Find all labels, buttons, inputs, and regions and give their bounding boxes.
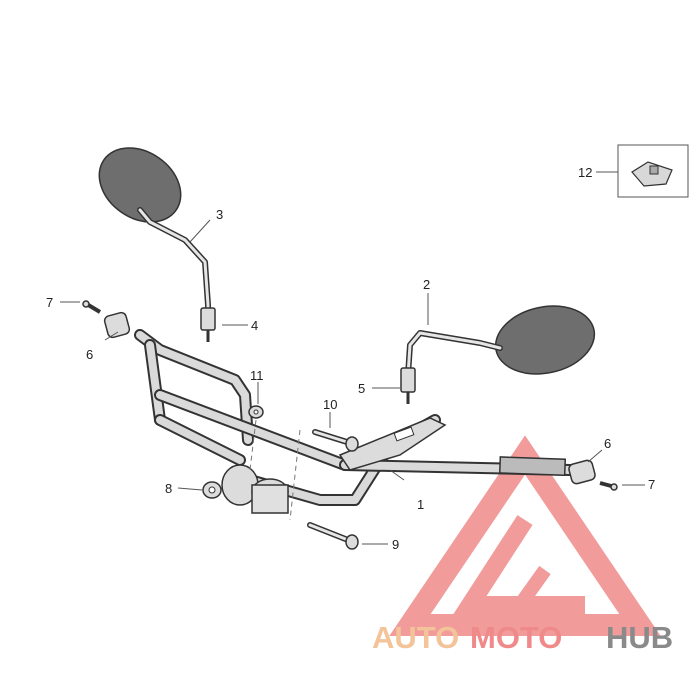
right-end-screw [599, 481, 618, 491]
bolt-part-10 [312, 429, 359, 452]
assembly-guide-lines [249, 419, 301, 521]
callout-4: 4 [251, 318, 258, 333]
callout-10: 10 [323, 397, 337, 412]
right-bar-end-weight [568, 459, 596, 485]
left-end-screw [82, 300, 102, 314]
watermark-moto: MOTO [470, 620, 562, 655]
watermark-auto: AUTO [372, 620, 459, 655]
handlebar [134, 329, 576, 514]
callout-8: 8 [165, 481, 172, 496]
left-bar-end-weight [103, 311, 131, 339]
callout-2: 2 [423, 277, 430, 292]
watermark-logo [389, 435, 661, 636]
callout-7-right: 7 [648, 477, 655, 492]
callout-7-left: 7 [46, 295, 53, 310]
callout-1: 1 [417, 497, 424, 512]
clip-nut-box [617, 144, 689, 198]
leader-lines [60, 171, 645, 545]
callout-11: 11 [250, 368, 264, 383]
nut-part-8 [202, 481, 222, 499]
callout-9: 9 [392, 537, 399, 552]
bolt-part-9 [307, 522, 359, 550]
callout-6-right: 6 [604, 436, 611, 451]
callout-6-left: 6 [86, 347, 93, 362]
callout-labels: 1 2 3 4 5 6 6 7 7 8 9 10 11 12 [46, 165, 655, 552]
left-mirror [98, 147, 216, 342]
callout-3: 3 [216, 207, 223, 222]
watermark-hub: HUB [606, 620, 673, 655]
right-mirror [400, 305, 596, 404]
washer-part-11 [248, 405, 264, 419]
callout-12: 12 [578, 165, 592, 180]
watermark-text: AUTO MOTO HUB [372, 620, 673, 655]
callout-5: 5 [358, 381, 365, 396]
